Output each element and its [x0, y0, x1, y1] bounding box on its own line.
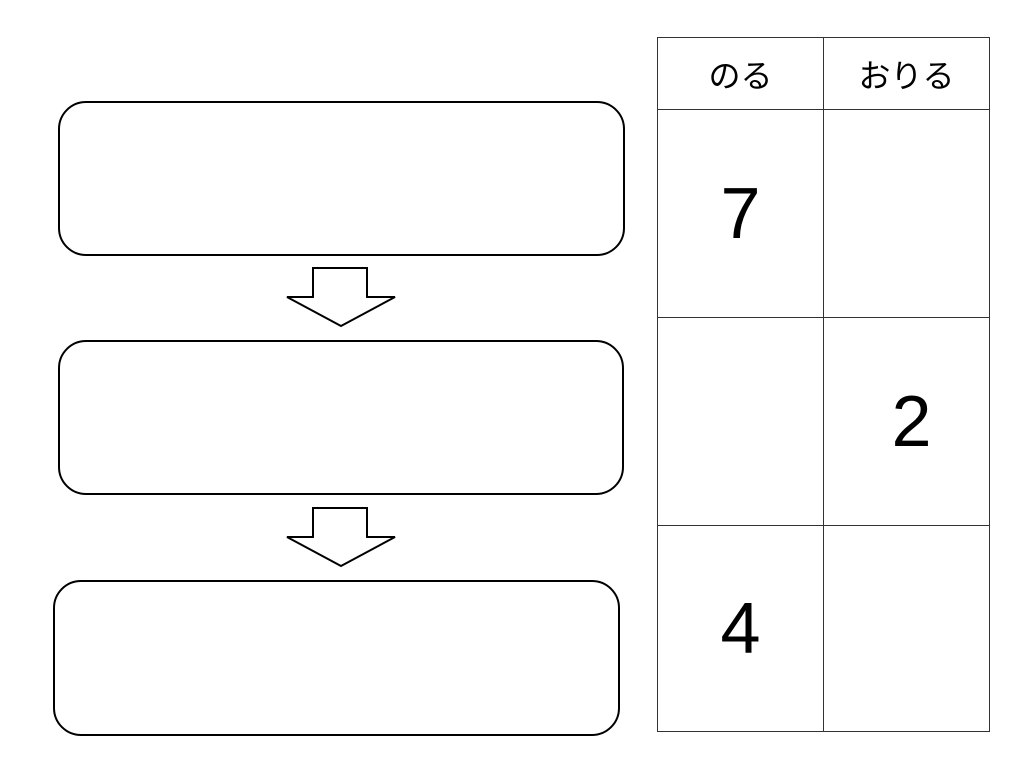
down-arrow-icon — [286, 267, 396, 328]
table-row: 4 — [657, 525, 990, 732]
header-noru: のる — [657, 37, 824, 110]
table-cell: 7 — [657, 109, 824, 318]
table-row: 7 — [657, 109, 990, 318]
table-cell: 4 — [657, 525, 824, 732]
flow-box-2 — [58, 340, 624, 495]
table-cell — [823, 525, 990, 732]
header-row: のる おりる — [657, 37, 990, 110]
table-cell — [657, 317, 824, 526]
table-cell: 2 — [823, 317, 990, 526]
flow-box-3 — [53, 580, 620, 736]
flow-box-1 — [58, 101, 625, 256]
table-cell — [823, 109, 990, 318]
header-oriru: おりる — [823, 37, 990, 110]
down-arrow-icon — [286, 507, 396, 568]
table-row: 2 — [657, 317, 990, 526]
boarding-table: のる おりる 7 2 4 — [657, 37, 990, 732]
